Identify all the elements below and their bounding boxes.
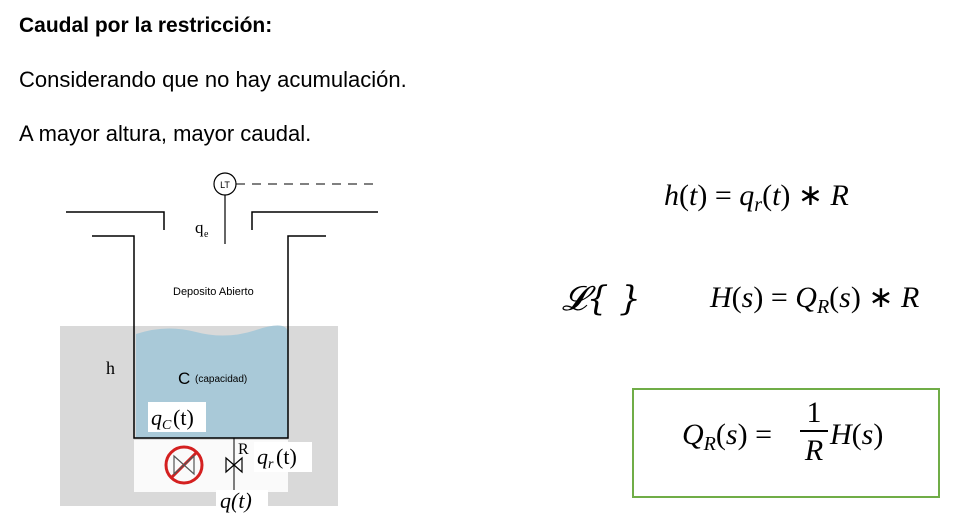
qr-label: q	[257, 444, 268, 469]
inflow-label: q	[195, 218, 204, 237]
inflow-subscript: e	[204, 229, 209, 240]
qc-argument: (t)	[173, 405, 194, 430]
lid-right	[251, 211, 378, 230]
tank-label: Deposito Abierto	[173, 286, 254, 298]
heading: Caudal por la restricción:	[19, 14, 273, 37]
qc-subscript: C	[162, 418, 172, 433]
transmitter-label: LT	[220, 180, 230, 190]
blocked-valve-icon	[164, 445, 204, 485]
laplace-transform-symbol: 𝓛{ }	[562, 279, 641, 319]
tank-diagram: LT q e Deposito Abierto h C (capacidad) …	[60, 172, 378, 513]
outflow-label: q(t)	[220, 488, 252, 513]
qr-subscript: r	[268, 457, 274, 472]
capacity-note: (capacidad)	[195, 374, 247, 385]
level-label: h	[106, 358, 115, 378]
result-box	[632, 388, 940, 498]
equation-time-domain: h(t) = qr(t) ∗ R	[664, 179, 849, 216]
equation-laplace-domain: H(s) = QR(s) ∗ R	[710, 281, 920, 318]
lid-left	[66, 211, 165, 230]
qr-argument: (t)	[276, 444, 297, 469]
statement-no-accumulation: Considerando que no hay acumulación.	[19, 67, 407, 92]
result-equation-lhs: QR(s) =	[682, 418, 772, 455]
restriction-valve-icon	[225, 456, 243, 474]
tank-walls	[92, 235, 326, 439]
capacity-label: C	[178, 369, 190, 388]
restriction-label: R	[238, 441, 249, 458]
statement-height-flow: A mayor altura, mayor caudal.	[19, 121, 312, 146]
qc-label: q	[151, 405, 162, 430]
result-equation-rhs: H(s)	[830, 418, 884, 451]
